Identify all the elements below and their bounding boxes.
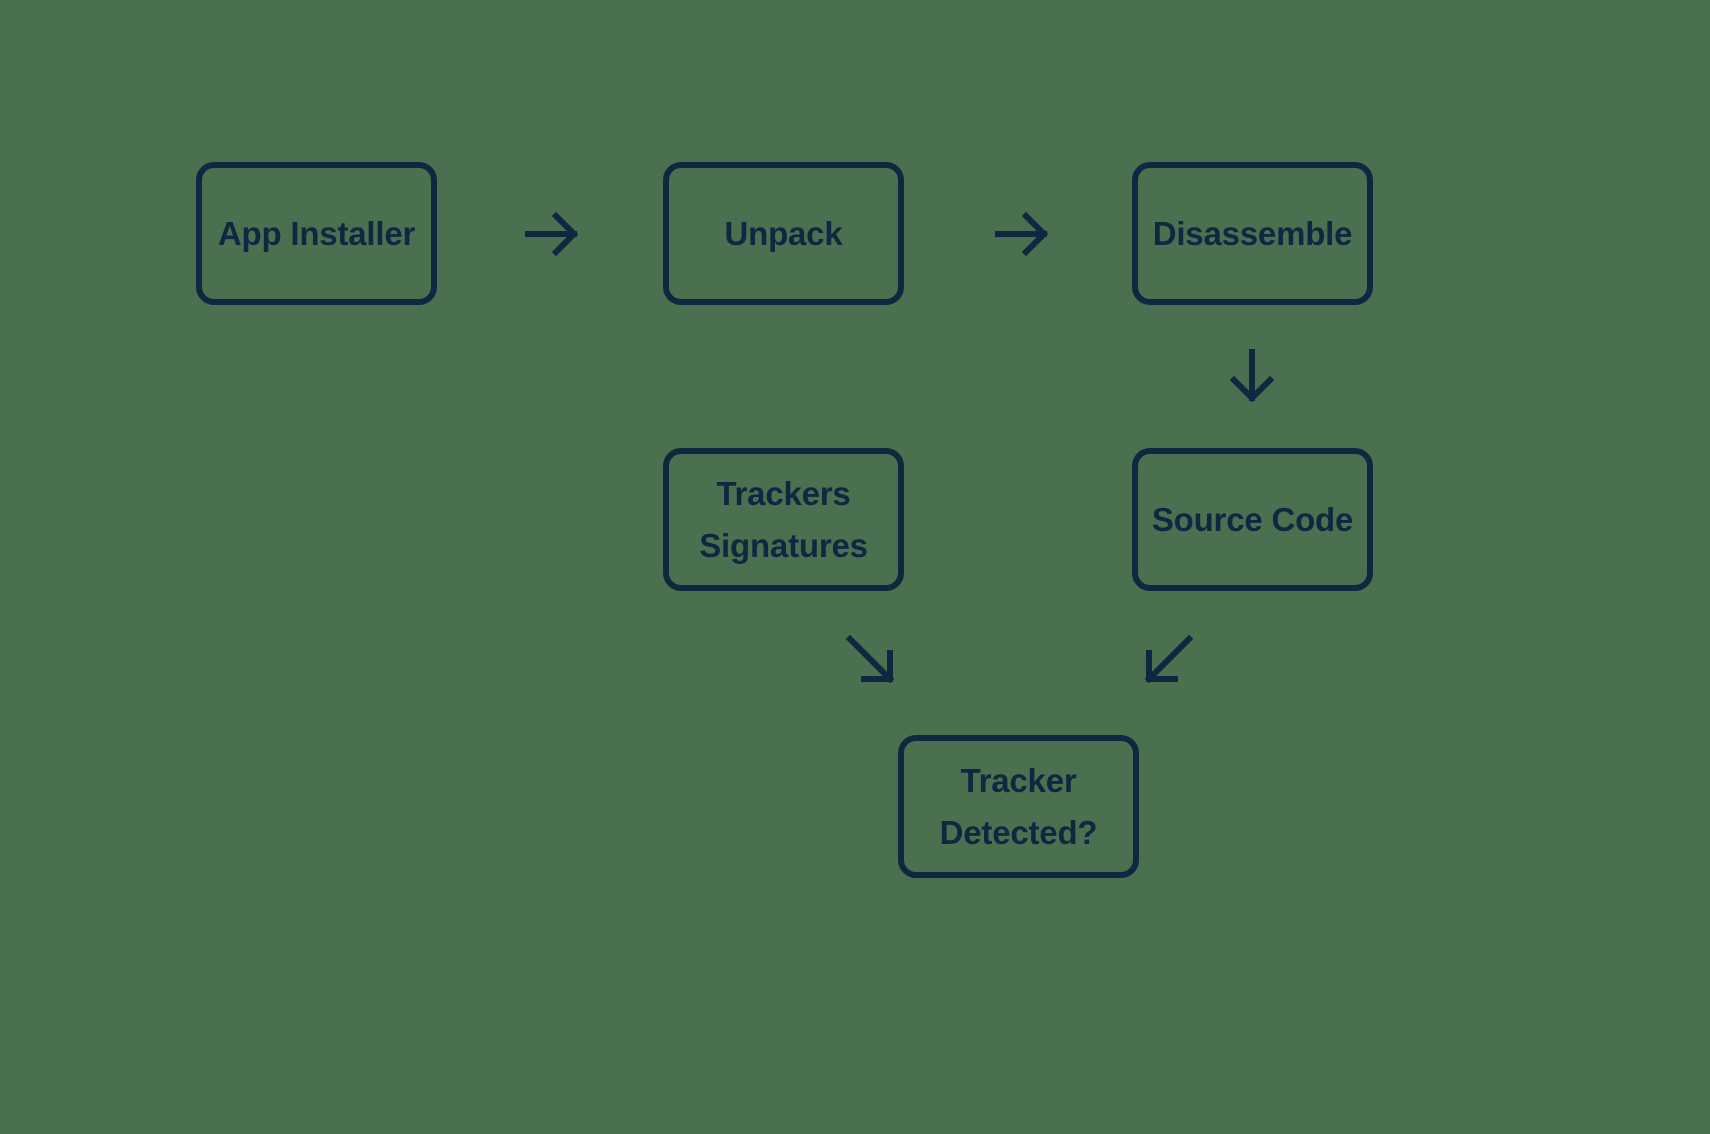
node-label-unpack: Unpack [724, 214, 843, 252]
node-label-app-installer: App Installer [217, 214, 416, 252]
node-app-installer[interactable]: App Installer [196, 162, 437, 305]
arrow-source-code-to-detected-icon [1144, 634, 1194, 684]
node-tracker-detected[interactable]: Tracker Detected? [898, 735, 1139, 878]
node-label-source-code: Source Code [1151, 500, 1354, 538]
node-trackers-signatures[interactable]: Trackers Signatures [663, 448, 904, 591]
arrow-trackers-signatures-to-detected-icon [845, 634, 895, 684]
arrow-app-installer-to-unpack-icon [525, 208, 579, 260]
node-disassemble[interactable]: Disassemble [1132, 162, 1373, 305]
node-label-trackers-signatures: Trackers Signatures [699, 475, 868, 564]
node-label-disassemble: Disassemble [1152, 214, 1353, 252]
node-label-tracker-detected: Tracker Detected? [939, 762, 1098, 851]
node-unpack[interactable]: Unpack [663, 162, 904, 305]
node-source-code[interactable]: Source Code [1132, 448, 1373, 591]
arrow-unpack-to-disassemble-icon [995, 208, 1049, 260]
arrow-disassemble-to-source-code-icon [1226, 349, 1278, 403]
